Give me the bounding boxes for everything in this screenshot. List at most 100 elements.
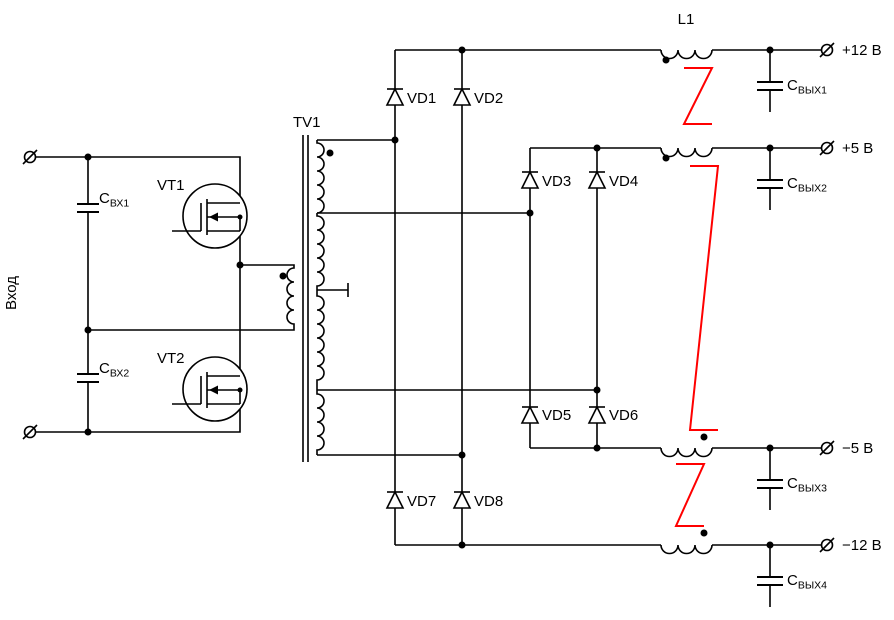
- input-label: Вход: [3, 276, 20, 310]
- junction-dot: [391, 136, 399, 144]
- coupling-mark-1: [682, 67, 714, 125]
- capacitor-cout2: СВЫХ2: [757, 148, 827, 210]
- vd3-label: VD3: [542, 173, 571, 190]
- cin1-label: СВХ1: [99, 190, 129, 210]
- wire-input-top: [35, 156, 241, 203]
- vd7-label: VD7: [407, 493, 436, 510]
- junction-dot: [526, 209, 534, 217]
- capacitor-cin1: СВХ1: [77, 190, 129, 213]
- junction-dot: [593, 444, 601, 452]
- polarity-dot: [700, 433, 708, 441]
- cout1-label: СВЫХ1: [787, 77, 827, 97]
- choke-l1: L1: [660, 11, 720, 555]
- vd6-label: VD6: [609, 407, 638, 424]
- junction-dot: [593, 386, 601, 394]
- vd4-label: VD4: [609, 173, 638, 190]
- cout4-label-sub: ВЫХ4: [798, 580, 827, 592]
- diode-vd1: VD1: [385, 87, 436, 107]
- capacitor-plates: [757, 179, 783, 189]
- vd5-label: VD5: [542, 407, 571, 424]
- cout2-label: СВЫХ2: [787, 175, 827, 195]
- diode-vd6: VD6: [587, 405, 638, 424]
- cout2-label-main: С: [787, 175, 798, 192]
- terminal-slash: [22, 149, 38, 165]
- capacitor-plates: [757, 479, 783, 489]
- capacitor-plates: [77, 203, 99, 213]
- output-rails: [395, 49, 822, 546]
- diode-triangle: [385, 490, 405, 509]
- junction-dot: [84, 428, 92, 436]
- junction-dot: [84, 326, 92, 334]
- cout3-label-sub: ВЫХ3: [798, 483, 827, 495]
- cin2-label-sub: ВХ2: [110, 368, 130, 380]
- wire-input-bottom: [35, 404, 241, 433]
- capacitor-cout1: СВЫХ1: [757, 50, 827, 112]
- choke-winding-4: [660, 544, 713, 555]
- coupling-mark-3: [674, 463, 706, 527]
- tv1-label: TV1: [293, 114, 321, 131]
- cout3-label: СВЫХ3: [787, 475, 827, 495]
- secondary-winding: [316, 140, 325, 455]
- output-terminal-p12: +12 В: [819, 42, 882, 59]
- junction-dot: [237, 214, 243, 220]
- output-terminal-p5: +5 В: [819, 140, 873, 157]
- diode-vd8: VD8: [452, 490, 503, 510]
- terminal-slash: [819, 42, 835, 58]
- capacitor-cout4: СВЫХ4: [757, 545, 827, 607]
- vd1-label: VD1: [407, 90, 436, 107]
- coupling-mark-2: [688, 165, 720, 431]
- junction-dot: [458, 541, 466, 549]
- diode-triangle: [587, 170, 607, 189]
- diode-triangle: [385, 87, 405, 106]
- polarity-dot: [662, 56, 670, 64]
- polarity-dot: [700, 529, 708, 537]
- input-terminal-top: [22, 149, 38, 165]
- diode-triangle: [520, 170, 540, 189]
- input-terminal-bottom: [22, 424, 38, 440]
- vt1-label: VT1: [157, 177, 185, 194]
- polarity-dot: [662, 154, 670, 162]
- cin1-label-main: С: [99, 190, 110, 207]
- p5-label: +5 В: [842, 140, 873, 157]
- junction-dot: [236, 261, 244, 269]
- terminal-slash: [819, 537, 835, 553]
- diode-triangle: [452, 87, 472, 106]
- junction-dot: [766, 541, 774, 549]
- diode-triangle: [520, 405, 540, 424]
- m12-label: −12 В: [842, 537, 882, 554]
- capacitor-plates: [757, 81, 783, 91]
- vd2-label: VD2: [474, 90, 503, 107]
- transformer-tv1: TV1: [88, 114, 597, 462]
- vd8-label: VD8: [474, 493, 503, 510]
- half-bridge: VT1 VT2: [157, 177, 248, 422]
- junction-dot: [766, 444, 774, 452]
- junction-dot: [237, 387, 243, 393]
- output-terminals: +12 В +5 В −5 В −12 В: [819, 42, 882, 554]
- terminal-slash: [22, 424, 38, 440]
- cin2-label: СВХ2: [99, 360, 129, 380]
- primary-winding: [88, 264, 295, 331]
- secondary-tap-wires: [317, 139, 597, 456]
- junction-dot: [593, 144, 601, 152]
- cin2-label-main: С: [99, 360, 110, 377]
- choke-winding-1: [660, 49, 713, 60]
- l1-label: L1: [678, 11, 695, 28]
- junction-dot: [84, 153, 92, 161]
- capacitor-plates: [757, 576, 783, 586]
- m5-label: −5 В: [842, 440, 873, 457]
- diode-vd7: VD7: [385, 490, 436, 510]
- terminal-slash: [819, 140, 835, 156]
- output-terminal-m12: −12 В: [819, 537, 882, 554]
- cout3-label-main: С: [787, 475, 798, 492]
- diode-vd5: VD5: [520, 405, 571, 424]
- substrate-arrow-icon: [209, 385, 218, 395]
- p12-label: +12 В: [842, 42, 882, 59]
- terminal-slash: [819, 440, 835, 456]
- choke-winding-3: [660, 447, 713, 458]
- cout1-label-sub: ВЫХ1: [798, 85, 827, 97]
- capacitor-cout3: СВЫХ3: [757, 448, 827, 510]
- cout4-label: СВЫХ4: [787, 572, 827, 592]
- junction-dot: [458, 451, 466, 459]
